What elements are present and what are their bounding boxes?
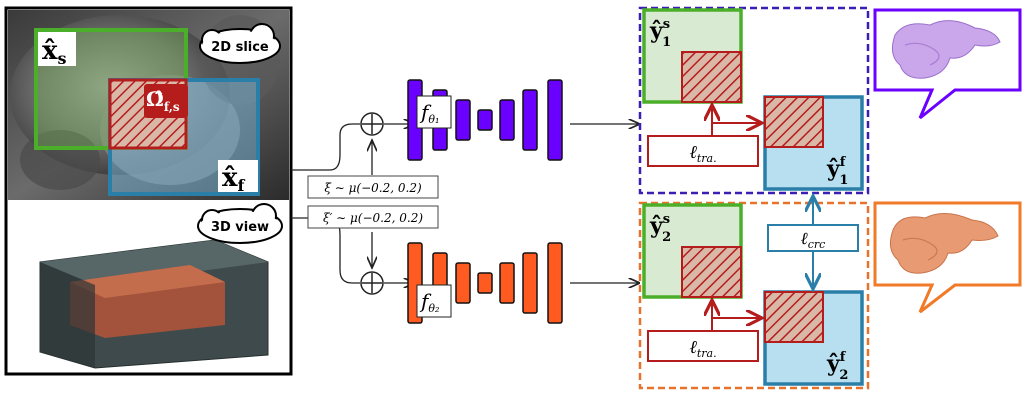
network-bottom-layer-3 — [455, 262, 471, 304]
loss-bottom-label: ℓtra. — [689, 337, 716, 360]
shape-bottom-callout — [873, 201, 1022, 314]
xf-label: x̂f — [222, 163, 246, 195]
shape-top-callout — [873, 8, 1022, 120]
noise-upper-text: ξ ∼ μ(−0.2, 0.2) — [324, 181, 422, 195]
loss-bottom-box — [647, 330, 759, 362]
xs-label: x̂s — [42, 36, 67, 68]
network-bottom-layer-6 — [522, 252, 538, 314]
network-bottom-layer-4 — [477, 272, 493, 294]
crc-connector: ℓcrc — [767, 196, 859, 289]
network-top-label: fθ₁ — [416, 95, 452, 129]
omega-label: Ω̂f,s — [146, 87, 180, 114]
network-top-layer-7 — [547, 79, 563, 161]
network-top-layer-5 — [499, 99, 515, 141]
network-bottom-label: fθ₂ — [416, 284, 452, 318]
yf1-overlap — [764, 96, 824, 148]
view-cloud: 3D view — [197, 203, 283, 244]
network-bottom-layer-7 — [547, 242, 563, 324]
ys1-overlap — [681, 51, 742, 103]
yf2-overlap — [764, 291, 824, 343]
network-top-layer-6 — [522, 89, 538, 151]
slice-cloud: 2D slice — [199, 23, 281, 64]
plus-top — [360, 112, 384, 136]
plus-bottom — [360, 271, 384, 295]
loss-top-box — [647, 135, 759, 167]
crc-box — [767, 224, 859, 252]
noise-lower-text: ξ′ ∼ μ(−0.2, 0.2) — [323, 211, 423, 225]
network-top-layer-4 — [477, 109, 493, 131]
noise-bottom-box: ξ′ ∼ μ(−0.2, 0.2) — [307, 205, 439, 229]
view-label: 3D view — [211, 220, 269, 235]
connectors — [291, 124, 640, 283]
top-input-line — [291, 123, 360, 171]
network-top-layer-3 — [455, 99, 471, 141]
crc-label: ℓcrc — [801, 229, 826, 251]
noise-top-box: ξ ∼ μ(−0.2, 0.2) — [307, 175, 439, 199]
ys2-overlap — [681, 246, 742, 298]
slice-label: 2D slice — [211, 40, 269, 55]
shape-bottom — [889, 213, 999, 274]
loss-top-label: ℓtra. — [689, 142, 716, 165]
input-panel: x̂s Ω̂f,s x̂f 2D slice 3D view — [4, 6, 293, 376]
volume-render — [39, 239, 269, 369]
shape-top — [891, 20, 1001, 79]
network-bottom-layer-5 — [499, 262, 515, 304]
